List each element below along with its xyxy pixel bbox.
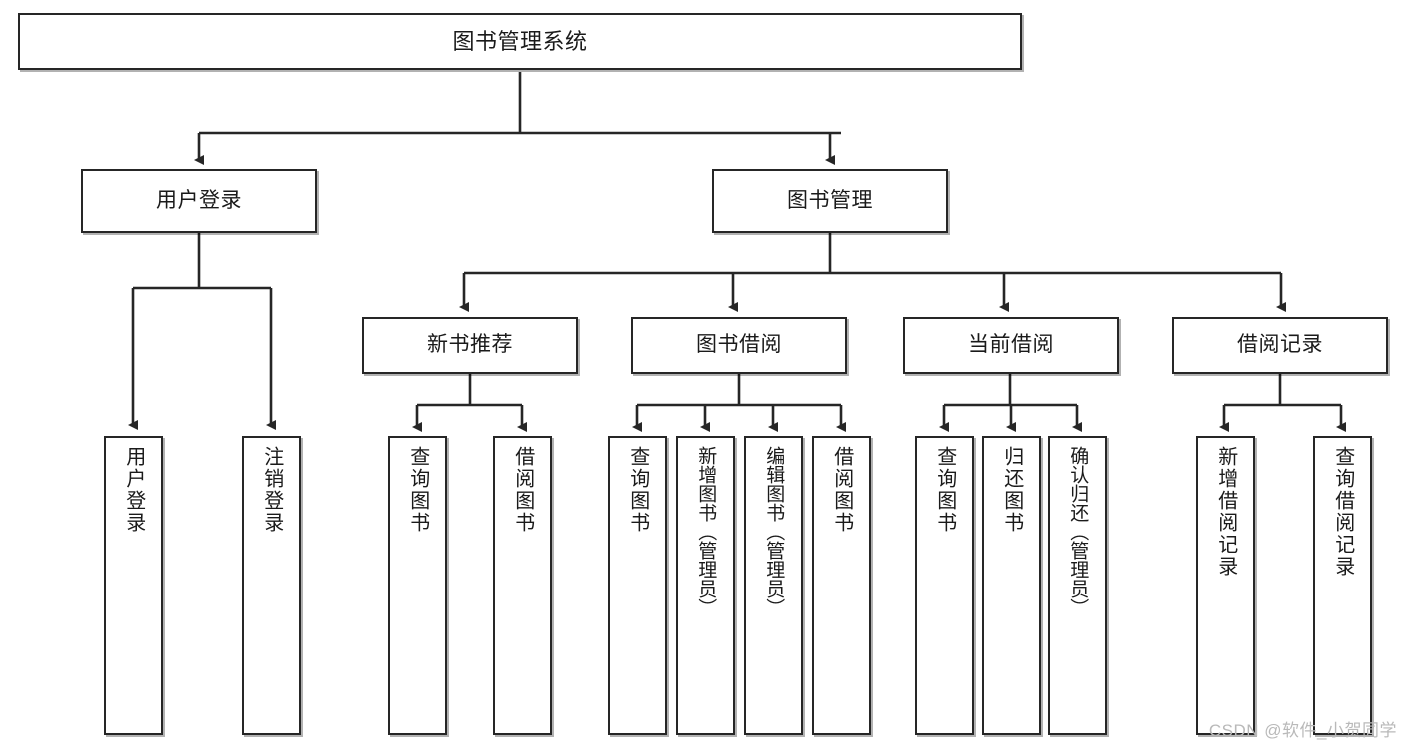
- node-label: 借阅记录: [1237, 333, 1323, 357]
- node-leaf-edit-book-admin[interactable]: 编辑图书（管理员）: [744, 436, 803, 735]
- node-book-borrow[interactable]: 图书借阅: [631, 317, 847, 374]
- node-leaf-confirm-return-admin[interactable]: 确认归还（管理员）: [1048, 436, 1107, 735]
- node-label: 查询图书: [626, 446, 649, 534]
- node-label: 查询图书: [933, 446, 956, 534]
- node-leaf-add-borrow-record[interactable]: 新增借阅记录: [1196, 436, 1255, 735]
- node-label: 图书管理: [787, 188, 873, 212]
- csdn-watermark: CSDN @软件_小贺同学: [1208, 721, 1397, 740]
- node-label: 查询图书: [406, 446, 429, 534]
- node-leaf-return-book[interactable]: 归还图书: [982, 436, 1041, 735]
- node-label: 借阅图书: [511, 446, 534, 534]
- node-label: 归还图书: [1000, 446, 1023, 534]
- node-leaf-query-book-recommend[interactable]: 查询图书: [388, 436, 447, 735]
- node-leaf-query-borrow-record[interactable]: 查询借阅记录: [1313, 436, 1372, 735]
- node-label: 图书管理系统: [452, 28, 588, 54]
- node-new-book-recommend[interactable]: 新书推荐: [362, 317, 578, 374]
- node-leaf-borrow-book[interactable]: 借阅图书: [812, 436, 871, 735]
- node-label: 图书借阅: [696, 333, 782, 357]
- node-label: 编辑图书（管理员）: [763, 446, 785, 617]
- node-leaf-user-login[interactable]: 用户登录: [104, 436, 163, 735]
- node-label: 确认归还（管理员）: [1067, 446, 1089, 617]
- node-label: 查询借阅记录: [1331, 446, 1354, 578]
- node-current-borrow[interactable]: 当前借阅: [903, 317, 1119, 374]
- node-book-management[interactable]: 图书管理: [712, 169, 948, 233]
- node-label: 新增借阅记录: [1214, 446, 1237, 578]
- node-borrow-record[interactable]: 借阅记录: [1172, 317, 1388, 374]
- node-leaf-logout[interactable]: 注销登录: [242, 436, 301, 735]
- node-leaf-query-book-current[interactable]: 查询图书: [915, 436, 974, 735]
- node-root-system[interactable]: 图书管理系统: [18, 13, 1022, 70]
- node-label: 用户登录: [122, 446, 145, 534]
- node-label: 新增图书（管理员）: [695, 446, 717, 617]
- node-leaf-add-book-admin[interactable]: 新增图书（管理员）: [676, 436, 735, 735]
- node-label: 用户登录: [156, 188, 242, 212]
- node-label: 借阅图书: [830, 446, 853, 534]
- node-label: 当前借阅: [968, 333, 1054, 357]
- node-label: 注销登录: [260, 446, 283, 534]
- node-label: 新书推荐: [427, 333, 513, 357]
- node-leaf-borrow-book-recommend[interactable]: 借阅图书: [493, 436, 552, 735]
- node-leaf-query-book-borrow[interactable]: 查询图书: [608, 436, 667, 735]
- node-user-login[interactable]: 用户登录: [81, 169, 317, 233]
